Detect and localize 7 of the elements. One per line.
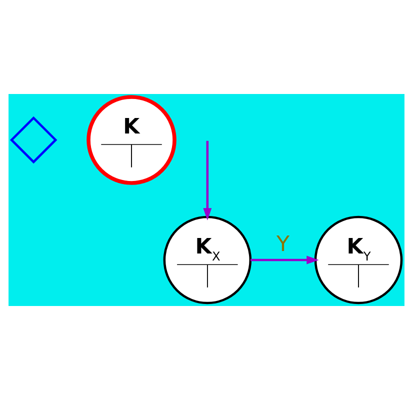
arrow [203,140,212,220]
edge-label: Y [276,232,290,258]
node-circle: K [86,95,176,185]
node-diamond [10,116,58,164]
node-circle: K$_{X}$ [163,216,252,304]
arrow [250,256,319,264]
node-circle: K$_{Y}$ [314,216,403,304]
